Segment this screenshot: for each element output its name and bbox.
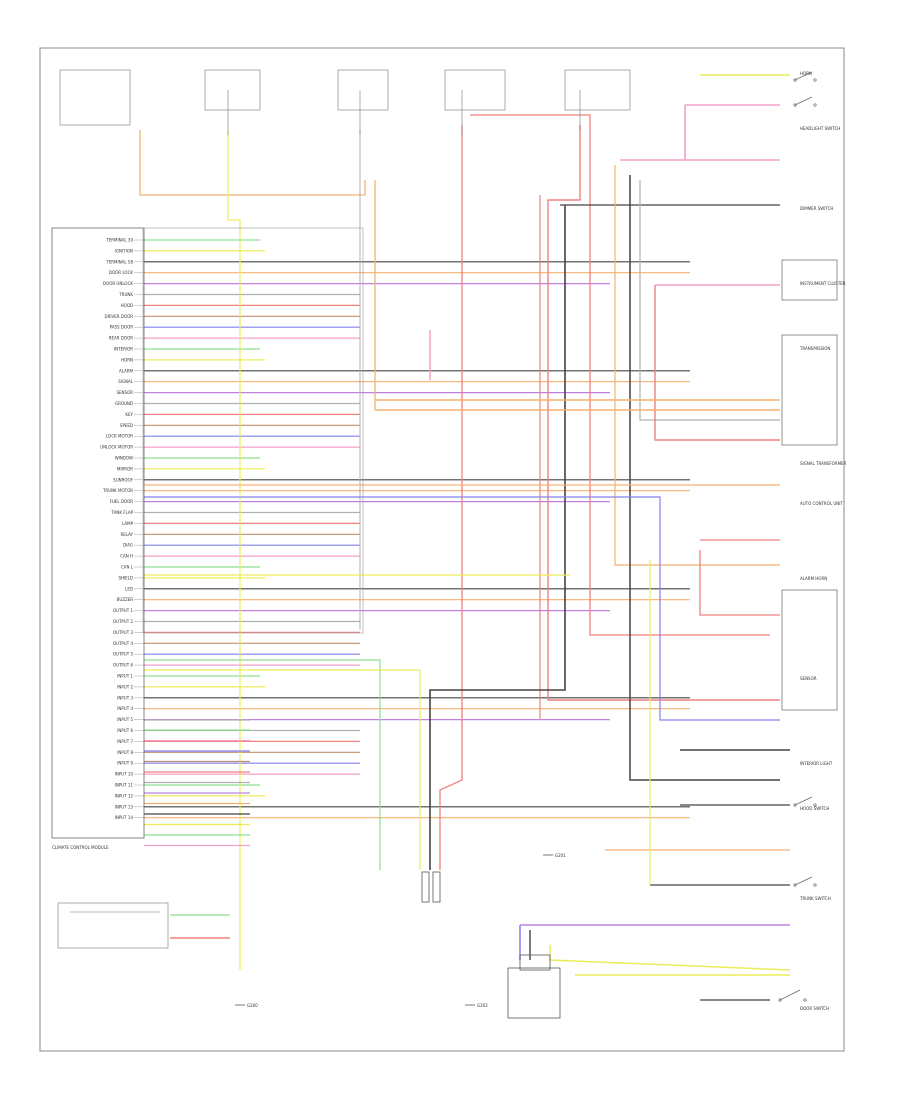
module-pin-label: TANK FLAP — [110, 510, 133, 515]
module-pin-label: INPUT 4 — [117, 706, 133, 711]
component-label-trunk: TRUNK SWITCH — [799, 896, 831, 901]
wire — [547, 125, 780, 701]
ground-labels: G200 G202 G201 — [235, 853, 566, 1008]
module-pin-label: SUNROOF — [113, 477, 134, 482]
module-pin-label: LOCK MOTOR — [106, 434, 133, 439]
component-label-signal: SIGNAL TRANSFORMER — [800, 461, 847, 466]
module-pin-label: FUEL DOOR — [110, 499, 134, 504]
component-label-headlight: HEADLIGHT SWITCH — [800, 126, 840, 131]
module-pin-label: BUZZER — [117, 597, 134, 602]
module-pin-label: SIGNAL — [118, 379, 134, 384]
module-pin-label: CAN H — [120, 554, 133, 559]
module-pin-label: TRUNK — [118, 292, 133, 297]
module-pin-label: TERMINAL 58 — [105, 259, 133, 264]
module-pin-label: INTERIOR — [114, 347, 133, 352]
module-pin-label: INPUT 7 — [117, 739, 133, 744]
module-pin-label: GROUND — [115, 401, 133, 406]
module-pin-label: SPEED — [120, 423, 133, 428]
module-pin-label: HORN — [121, 357, 133, 362]
top-fuses — [59, 69, 631, 135]
module-pin-label: WINDOW — [115, 456, 133, 461]
module-pin-label: INPUT 3 — [117, 695, 133, 700]
component-label-interior: INTERIOR LIGHT — [800, 761, 833, 766]
wire — [549, 945, 791, 971]
wire — [429, 205, 566, 870]
junction-box — [142, 227, 364, 634]
wire — [629, 175, 780, 781]
module-pin-label: INPUT 1 — [117, 674, 133, 679]
module-pin-label: INPUT 11 — [115, 783, 134, 788]
module-pin-label: OUTPUT 1 — [113, 608, 134, 613]
wire — [699, 550, 780, 616]
module-pin-label: ALARM — [119, 368, 134, 373]
module-pin-label: SHIELD — [118, 575, 133, 580]
wire — [227, 130, 241, 970]
wire — [144, 659, 381, 870]
module-pin-label: TRUNK MOTOR — [102, 488, 133, 493]
module-pin-label: DRIVER DOOR — [104, 314, 133, 319]
module-pin-label: OUTPUT 4 — [113, 641, 134, 646]
module-pin-label: UNLOCK MOTOR — [100, 445, 133, 450]
module-pin-label: IGNITION — [115, 248, 133, 253]
module-pin-label: INPUT 6 — [117, 728, 133, 733]
module-caption: CLIMATE CONTROL MODULE — [52, 845, 109, 850]
module-pin-label: OUTPUT 2 — [113, 619, 134, 624]
component-label-door: DOOR SWITCH — [800, 1006, 829, 1011]
wire — [654, 285, 780, 441]
module-pin-label: OUTPUT 5 — [113, 652, 134, 657]
module-pin-label: RELAY — [121, 532, 134, 537]
diagram-frame — [39, 47, 845, 1052]
module-pin-label: REAR DOOR — [109, 336, 133, 341]
module-pin-labels: TERMINAL 30 IGNITION TERMINAL 58 DOOR LOCK D… — [100, 238, 144, 820]
component-label-dimmer: DIMMER SWITCH — [800, 206, 833, 211]
wire — [470, 114, 770, 636]
module-pin-label: CAN L — [121, 565, 134, 570]
wire — [439, 125, 463, 870]
component-label-sensor: SENSOR — [800, 676, 817, 681]
component-label-horn: HORN — [800, 71, 812, 76]
bottom-connectors — [421, 871, 561, 1019]
module-pin-label: INPUT 10 — [115, 772, 134, 777]
module-pin-label: INPUT 2 — [117, 684, 133, 689]
module-pin-label: HOOD — [121, 303, 133, 308]
component-label-auto: AUTO CONTROL UNIT — [800, 501, 843, 506]
component-label-hood: HOOD SWITCH — [800, 806, 829, 811]
ground-label: G200 — [247, 1003, 258, 1008]
wire — [614, 165, 780, 566]
ground-label: G202 — [477, 1003, 488, 1008]
module-pin-label: LAMP — [122, 521, 134, 526]
component-label-transmission: TRANSMISSION — [799, 346, 830, 351]
wire — [639, 180, 780, 421]
component-label-instrument: INSTRUMENT CLUSTER — [800, 281, 846, 286]
module-pin-label: OUTPUT 3 — [113, 630, 134, 635]
bottom-left-switch — [57, 902, 169, 949]
wire — [139, 130, 366, 196]
right-components: HORN HEADLIGHT SWITCH DIMMER SWITCH INSTRUM… — [799, 71, 847, 1011]
module-pin-label: DOOR UNLOCK — [103, 281, 133, 286]
module-pin-label: INPUT 9 — [117, 761, 133, 766]
module-pin-label: INPUT 13 — [115, 804, 134, 809]
module-pin-label: SENSOR — [116, 390, 133, 395]
module-pin-label: DOOR LOCK — [109, 270, 133, 275]
wire — [144, 669, 421, 870]
module-pin-label: INPUT 12 — [115, 793, 134, 798]
wire — [144, 496, 780, 721]
module-pin-label: INPUT 5 — [117, 717, 133, 722]
component-label-alarm: ALARM HORN — [800, 576, 827, 581]
module-pin-label: KEY — [125, 412, 133, 417]
module-pin-label: MIRROR — [117, 466, 133, 471]
module-pin-label: TERMINAL 30 — [105, 238, 133, 243]
climate-control-module — [51, 227, 145, 839]
module-pin-label: PASS DOOR — [110, 325, 134, 330]
ground-label: G201 — [555, 853, 566, 858]
module-pin-label: INPUT 8 — [117, 750, 133, 755]
right-switches — [778, 71, 838, 1002]
module-pin-label: INPUT 14 — [115, 815, 134, 820]
module-pin-label: OUTPUT 6 — [113, 663, 134, 668]
module-pin-label: LED — [125, 586, 133, 591]
wire-layer — [139, 74, 791, 1001]
module-pin-label: DIAG — [123, 543, 133, 548]
